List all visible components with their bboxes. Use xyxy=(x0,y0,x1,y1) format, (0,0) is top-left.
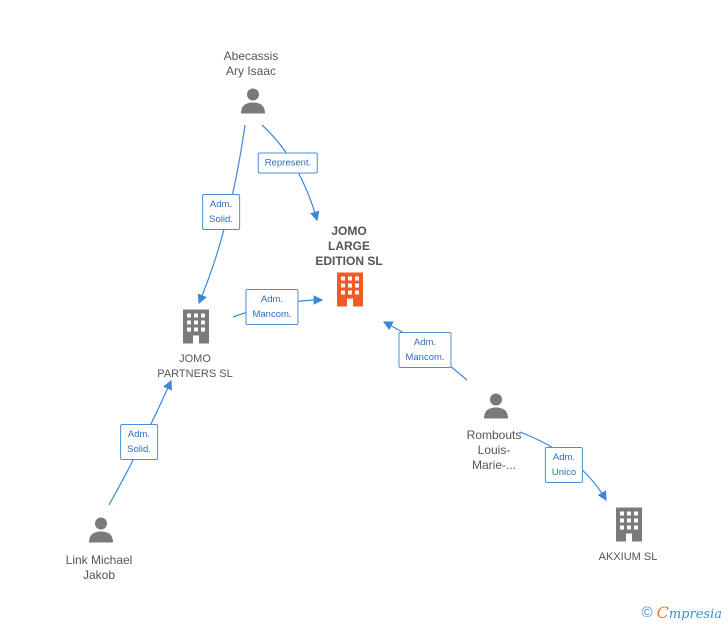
label-line: Jakob xyxy=(82,568,116,582)
brand-initial: C xyxy=(656,603,669,622)
edge-label-line: Adm. xyxy=(209,199,233,210)
edge-label-line: Solid. xyxy=(127,444,151,455)
brand-logo: Cmpresia xyxy=(657,603,722,622)
edge-label-line: Adm. xyxy=(127,429,151,440)
edge-label-line: Represent. xyxy=(264,157,312,169)
label-line: Marie-... xyxy=(471,458,517,472)
building-icon[interactable] xyxy=(614,507,644,547)
edge-label-line: Solid. xyxy=(209,214,233,225)
label-line: Louis- xyxy=(477,443,511,457)
node-label-rombouts[interactable]: Rombouts Louis- Marie-... xyxy=(467,428,522,473)
brand-name: mpresia xyxy=(668,607,722,622)
label-line: JOMO xyxy=(179,353,211,365)
edge-label-adm-solid: Adm. Solid. xyxy=(202,194,240,230)
node-label-link[interactable]: Link Michael Jakob xyxy=(66,553,133,583)
edge-label-adm-unico: Adm. Unico xyxy=(544,447,584,483)
label-line: JOMO xyxy=(331,224,367,238)
building-icon-main[interactable] xyxy=(335,272,365,312)
label-line: LARGE xyxy=(328,239,370,253)
edge-label-line: Adm. xyxy=(413,337,437,348)
edge-label-represent: Represent. xyxy=(257,152,319,174)
edge-label-line: Mancom. xyxy=(405,352,445,363)
node-label-jomo-partners[interactable]: JOMO PARTNERS SL xyxy=(157,352,232,382)
person-icon[interactable] xyxy=(239,87,267,120)
node-label-akxium[interactable]: AKXIUM SL xyxy=(599,550,658,565)
label-line: EDITION SL xyxy=(315,254,383,268)
edge-label-line: Mancom. xyxy=(252,309,292,320)
label-line: Abecassis xyxy=(223,49,279,63)
label-line: Ary Isaac xyxy=(225,64,277,78)
person-icon[interactable] xyxy=(482,392,510,425)
building-icon[interactable] xyxy=(181,309,211,349)
edge-label-adm-mancom: Adm. Mancom. xyxy=(398,332,452,368)
copyright-icon: © xyxy=(641,604,653,621)
edge-label-line: Adm. xyxy=(552,452,576,463)
node-label-abecassis[interactable]: Abecassis Ary Isaac xyxy=(224,49,279,79)
node-label-jomo-large[interactable]: JOMO LARGE EDITION SL xyxy=(315,224,382,269)
edge-label-adm-mancom: Adm. Mancom. xyxy=(245,289,299,325)
label-line: AKXIUM SL xyxy=(598,551,658,563)
edge-label-line: Unico xyxy=(551,467,577,478)
person-icon[interactable] xyxy=(87,516,115,549)
edge-label-adm-solid: Adm. Solid. xyxy=(120,424,158,460)
label-line: Link Michael xyxy=(65,553,133,567)
edge-label-line: Adm. xyxy=(260,294,284,305)
label-line: Rombouts xyxy=(466,428,522,442)
label-line: PARTNERS SL xyxy=(157,368,233,380)
footer-brand: © Cmpresia xyxy=(642,603,722,622)
